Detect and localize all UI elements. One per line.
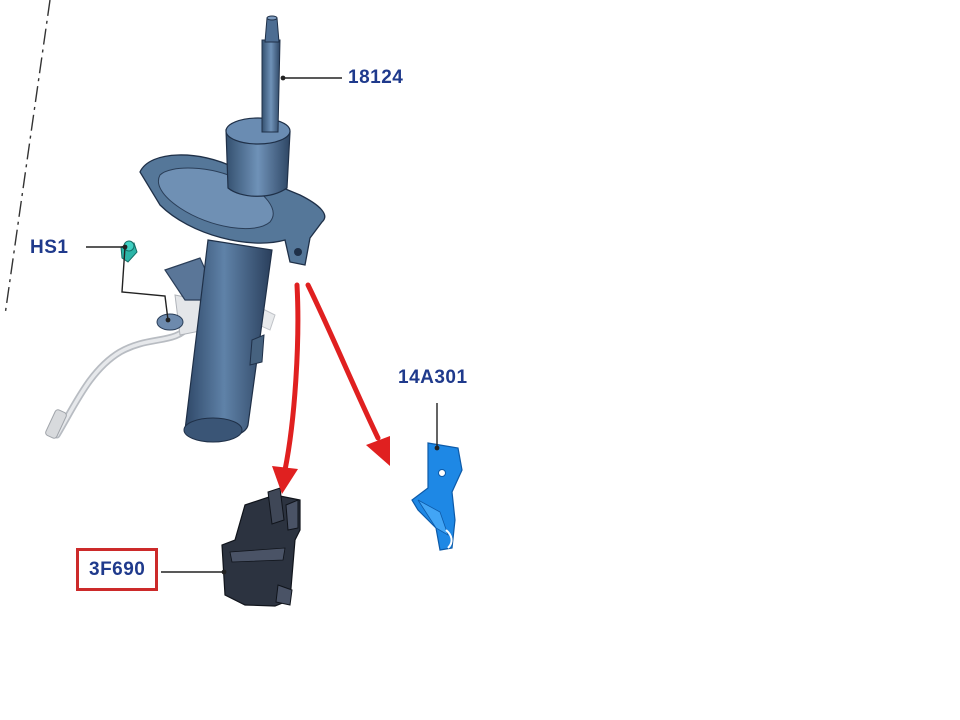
blue-bracket-part	[411, 442, 463, 551]
red-arrow	[272, 282, 301, 494]
callout-14a301: 14A301	[398, 367, 468, 388]
leader-line-sensor-mount	[121, 246, 169, 321]
shock-absorber-strut	[139, 15, 326, 443]
speed-sensor-part	[120, 240, 138, 263]
leader-lines	[86, 75, 440, 575]
reference-centerline	[4, 0, 51, 316]
sensor-mount-bolt	[156, 313, 184, 331]
red-arrow	[305, 282, 390, 466]
callout-3f690-highlighted: 3F690	[76, 548, 159, 591]
callout-18124: 18124	[348, 67, 404, 88]
sensor-holder-part	[221, 487, 301, 607]
callout-hs1: HS1	[30, 237, 69, 258]
